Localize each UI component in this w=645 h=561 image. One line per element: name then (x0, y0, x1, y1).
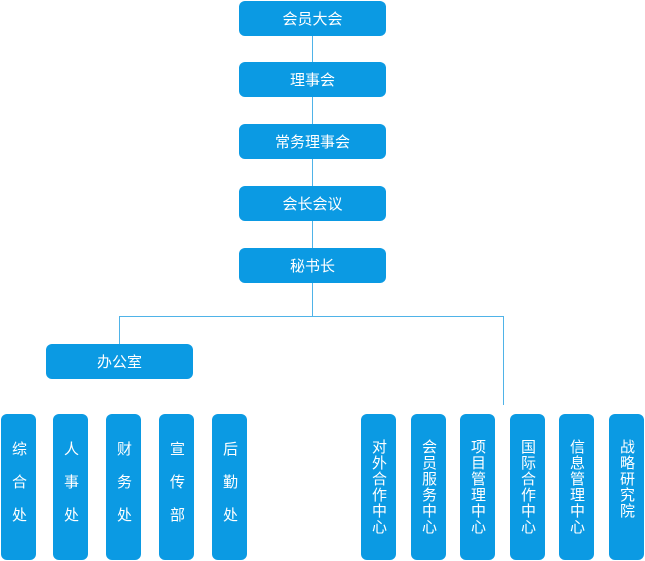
node-center-member-service-label: 会员服务中心 (420, 439, 438, 535)
connector-2-3 (312, 97, 313, 124)
node-dept-publicity-label: 宣传部 (168, 441, 186, 540)
node-center-information: 信息管理中心 (559, 414, 594, 560)
node-secretary-general: 秘书长 (239, 248, 386, 283)
node-dept-hr: 人事处 (53, 414, 88, 560)
node-strategy-institute-label: 战略研究院 (618, 439, 636, 519)
node-dept-publicity: 宣传部 (159, 414, 194, 560)
node-center-member-service: 会员服务中心 (411, 414, 446, 560)
node-center-external-label: 对外合作中心 (370, 439, 388, 535)
node-member-assembly: 会员大会 (239, 1, 386, 36)
node-dept-general: 综合处 (1, 414, 36, 560)
node-dept-logistics: 后勤处 (212, 414, 247, 560)
connector-secretary-down (312, 283, 313, 317)
node-dept-finance: 财务处 (106, 414, 141, 560)
node-center-international: 国际合作中心 (510, 414, 545, 560)
connector-1-2 (312, 36, 313, 62)
connector-horizontal (119, 316, 504, 317)
connector-4-5 (312, 221, 313, 248)
node-center-project: 项目管理中心 (460, 414, 495, 560)
node-dept-hr-label: 人事处 (62, 441, 80, 540)
node-center-information-label: 信息管理中心 (568, 439, 586, 535)
node-council: 理事会 (239, 62, 386, 97)
node-dept-logistics-label: 后勤处 (221, 441, 239, 540)
node-center-project-label: 项目管理中心 (469, 439, 487, 535)
node-strategy-institute: 战略研究院 (609, 414, 644, 560)
node-dept-general-label: 综合处 (10, 441, 28, 540)
node-dept-finance-label: 财务处 (115, 441, 133, 540)
node-office: 办公室 (46, 344, 193, 379)
connector-3-4 (312, 159, 313, 186)
node-standing-council: 常务理事会 (239, 124, 386, 159)
node-president-meeting: 会长会议 (239, 186, 386, 221)
connector-office-down (119, 316, 120, 344)
connector-centers-down (503, 316, 504, 405)
node-center-international-label: 国际合作中心 (519, 439, 537, 535)
node-center-external: 对外合作中心 (361, 414, 396, 560)
